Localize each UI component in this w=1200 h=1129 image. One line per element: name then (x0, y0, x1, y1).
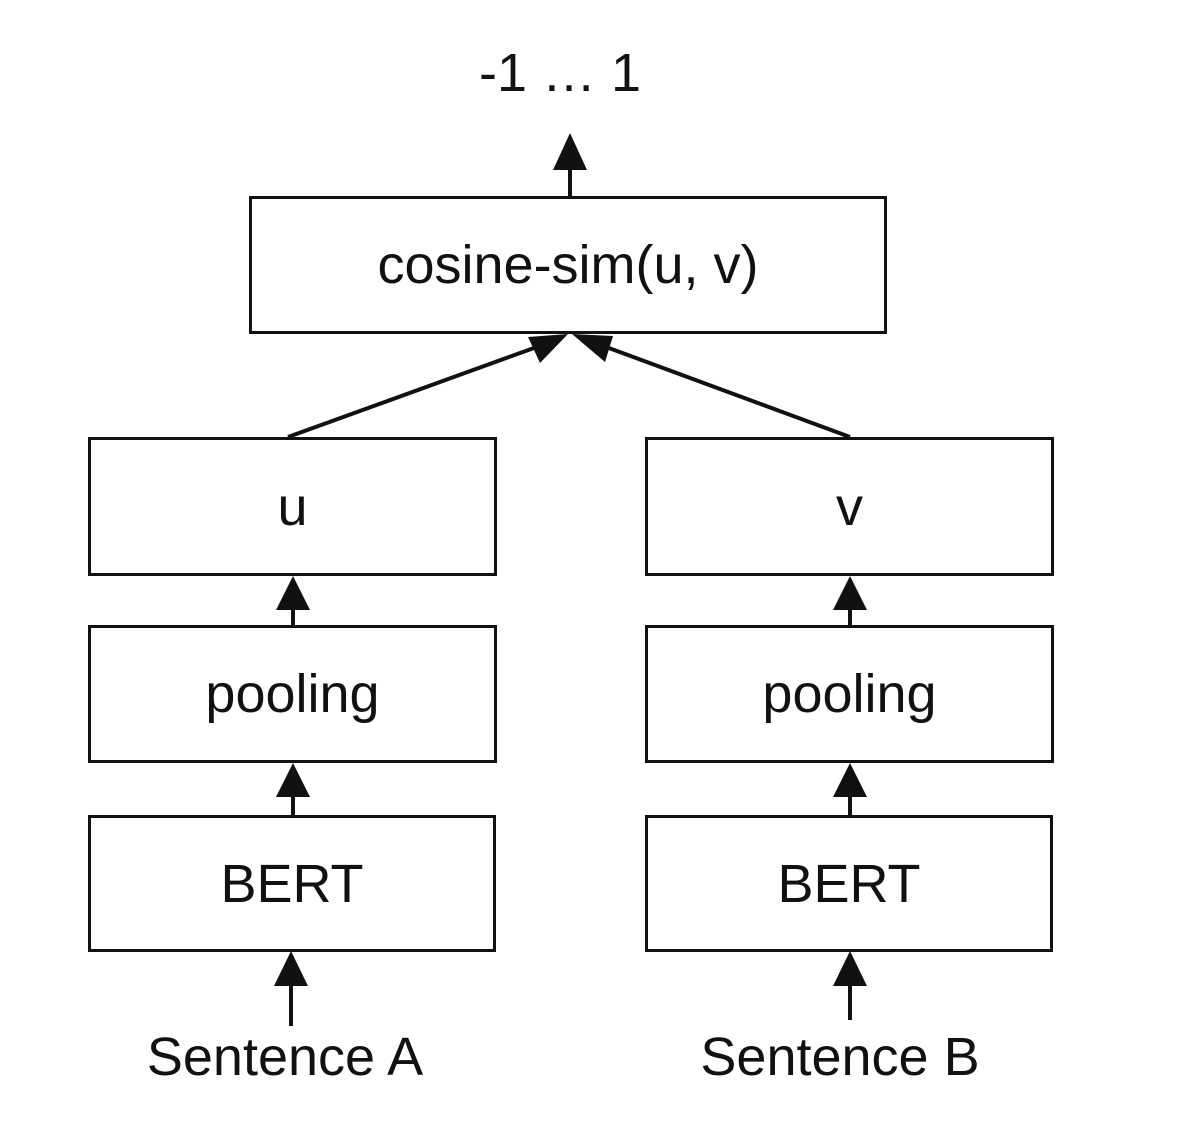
sentence-b-label: Sentence B (700, 1027, 980, 1087)
sentence-a-label: Sentence A (146, 1027, 424, 1087)
embedding-u-box: u (88, 437, 497, 576)
cosine-similarity-box: cosine-sim(u, v) (249, 196, 887, 334)
arrow-u-to-similarity (287, 342, 546, 439)
arrowhead-left-pooling (276, 763, 310, 797)
left-bert-label: BERT (220, 853, 364, 914)
arrowhead-left-u (276, 576, 310, 610)
left-pooling-label: pooling (205, 664, 380, 724)
arrowhead-right-bert (833, 951, 867, 986)
arrowhead-right-v (833, 576, 867, 610)
arrowhead-left-bert (274, 951, 308, 986)
arrowhead-u-to-similarity (528, 334, 568, 363)
right-bert-label: BERT (777, 853, 921, 914)
embedding-v-label: v (836, 476, 863, 537)
right-pooling-box: pooling (645, 625, 1054, 763)
embedding-u-label: u (277, 476, 308, 537)
arrowhead-v-to-similarity (572, 334, 613, 362)
arrowhead-right-pooling (833, 763, 867, 797)
arrowhead-output (553, 133, 587, 170)
left-pooling-box: pooling (88, 625, 497, 763)
output-range-label: -1 … 1 (478, 43, 642, 103)
arrow-v-to-similarity (597, 342, 851, 439)
right-bert-box: BERT (645, 815, 1053, 952)
right-pooling-label: pooling (762, 664, 937, 724)
left-bert-box: BERT (88, 815, 496, 952)
cosine-similarity-label: cosine-sim(u, v) (377, 235, 759, 295)
embedding-v-box: v (645, 437, 1054, 576)
